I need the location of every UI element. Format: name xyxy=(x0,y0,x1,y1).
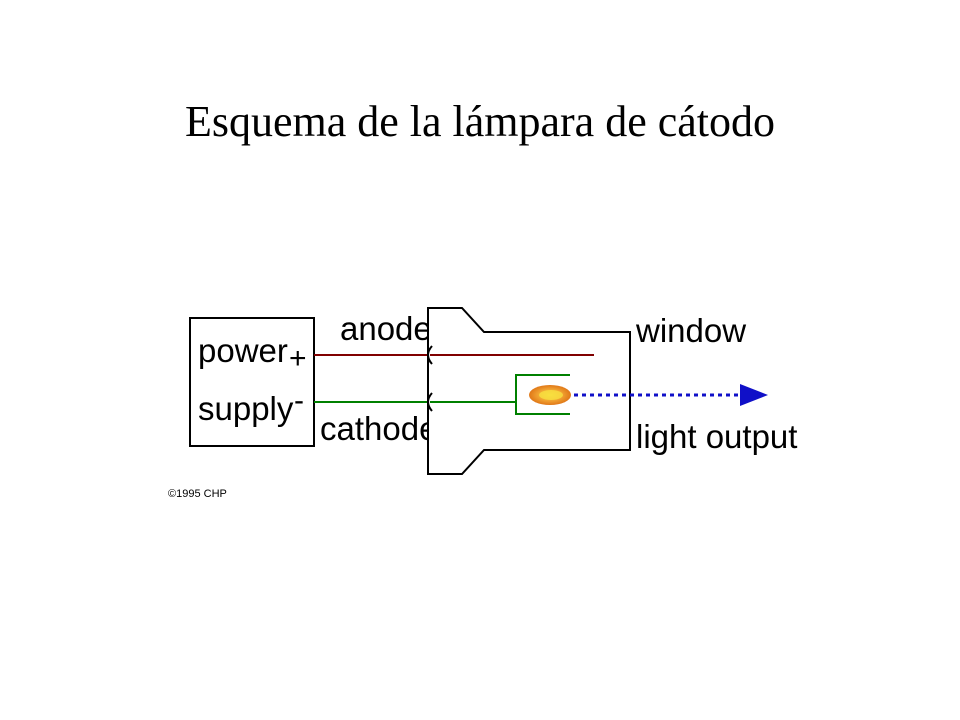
cathode-label: cathode xyxy=(320,410,437,447)
lamp-envelope xyxy=(427,307,631,475)
minus-terminal-symbol: - xyxy=(294,384,304,417)
light-output-label: light output xyxy=(636,418,797,455)
power-supply-label-line2: supply xyxy=(198,390,294,427)
light-output-arrowhead xyxy=(740,384,768,406)
power-supply-box xyxy=(189,317,315,447)
anode-seal-mark xyxy=(427,345,433,365)
cathode-seal-mark xyxy=(427,392,433,412)
window-label: window xyxy=(635,312,746,349)
copyright-note: ©1995 CHP xyxy=(168,488,227,500)
plus-terminal-symbol: + xyxy=(289,342,307,375)
cathode-glow-core xyxy=(539,390,563,400)
slide-title: Esquema de la lámpara de cátodo xyxy=(184,97,776,146)
hollow-cathode-cup xyxy=(515,374,570,415)
power-supply-label-line1: power xyxy=(198,332,288,369)
anode-label: anode xyxy=(340,310,432,347)
